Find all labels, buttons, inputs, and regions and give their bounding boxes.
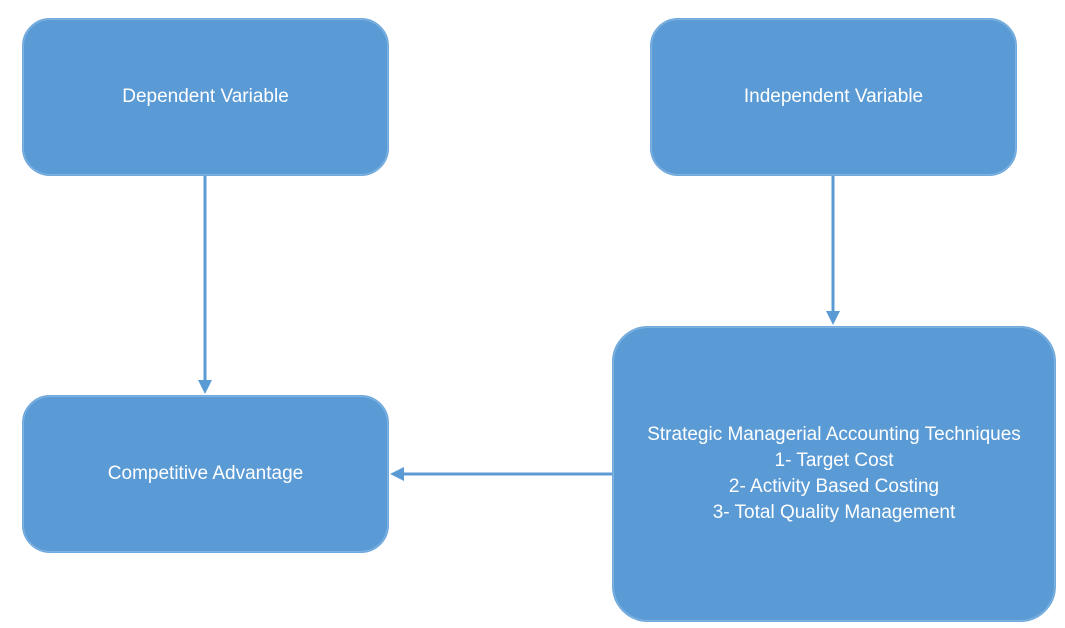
techniques-box: Strategic Managerial Accounting Techniqu… <box>612 326 1056 622</box>
arrowhead-dependent-to-competitive <box>198 380 212 394</box>
independent-variable-label: Independent Variable <box>743 86 924 107</box>
dependent-variable-label: Dependent Variable <box>122 86 289 107</box>
competitive-advantage-label: Competitive Advantage <box>107 463 304 484</box>
arrowhead-independent-to-techniques <box>826 311 840 325</box>
competitive-advantage-box: Competitive Advantage <box>22 395 389 553</box>
arrowhead-techniques-to-competitive <box>390 467 404 481</box>
technique-item-3: 3- Total Quality Management <box>712 502 956 523</box>
technique-item-1: 1- Target Cost <box>774 450 894 471</box>
dependent-variable-box: Dependent Variable <box>22 18 389 176</box>
independent-variable-box: Independent Variable <box>650 18 1017 176</box>
techniques-title: Strategic Managerial Accounting Techniqu… <box>647 424 1021 445</box>
technique-item-2: 2- Activity Based Costing <box>728 476 940 497</box>
